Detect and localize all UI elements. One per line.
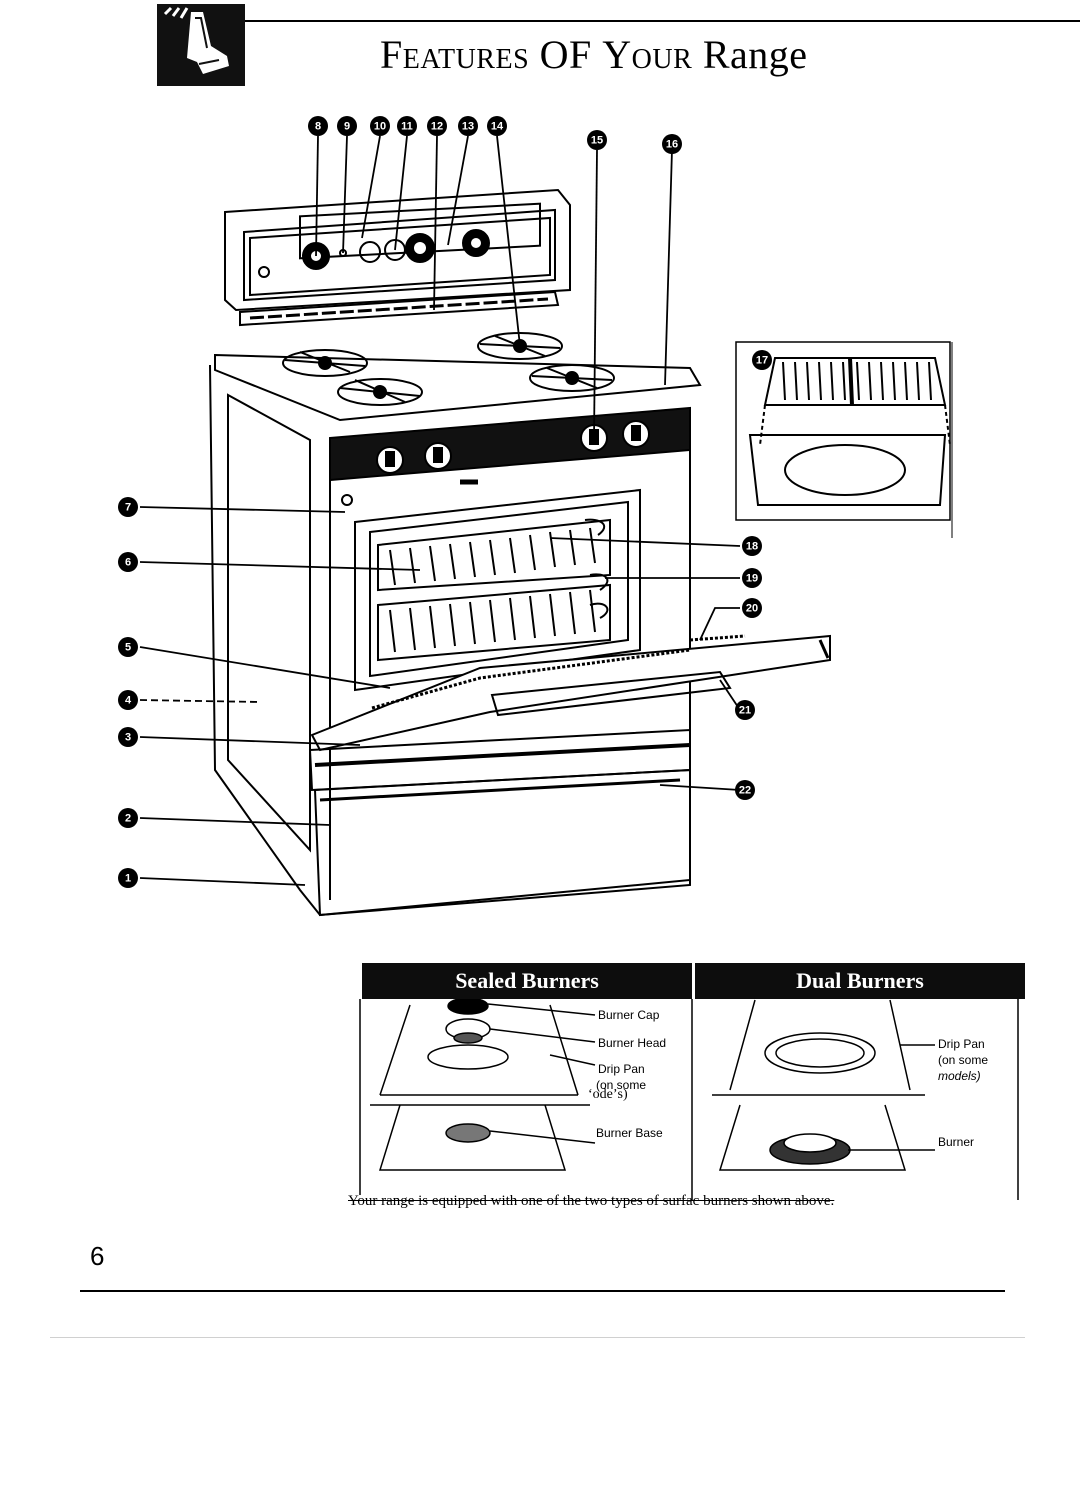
title-word-your: Your <box>602 32 693 77</box>
callout-7: 7 <box>118 497 138 517</box>
callout-badge <box>427 116 447 136</box>
callout-badge <box>742 536 762 556</box>
burner-caption: Your range is equipped with one of the t… <box>348 1193 835 1209</box>
callout-11: 11 <box>397 116 417 136</box>
callout-number: 8 <box>315 121 321 133</box>
label-burner-cap: Burner Cap <box>598 1008 660 1022</box>
label-dual-drip-pan: Drip Pan <box>938 1037 985 1051</box>
callout-19: 19 <box>742 568 762 588</box>
callout-number: 2 <box>125 813 131 825</box>
callout-2: 2 <box>118 808 138 828</box>
callout-13: 13 <box>458 116 478 136</box>
callout-badge <box>118 637 138 657</box>
callout-badge <box>742 598 762 618</box>
callout-number: 14 <box>491 121 504 133</box>
callout-badge <box>118 497 138 517</box>
callout-badge <box>735 780 755 800</box>
backsplash <box>224 188 571 327</box>
page-number: 6 <box>90 1241 105 1271</box>
page-title: Features OF Your Range <box>380 30 900 80</box>
callout-number: 11 <box>401 121 413 133</box>
storage-drawer <box>308 728 691 917</box>
callout-number: 16 <box>666 139 678 151</box>
label-dual-drip-pan-note: (on some <box>938 1053 989 1067</box>
callout-number: 1 <box>125 873 131 885</box>
callout-leaders <box>139 135 741 886</box>
callout-number: 10 <box>374 121 386 133</box>
label-burner-head: Burner Head <box>598 1036 667 1050</box>
callout-badge <box>397 116 417 136</box>
broiler-pan-inset <box>735 341 953 538</box>
callout-badge <box>752 350 772 370</box>
callout-16: 16 <box>662 134 682 154</box>
callout-badge <box>742 568 762 588</box>
control-panel <box>329 406 691 482</box>
callout-number: 13 <box>462 121 474 133</box>
callout-5: 5 <box>118 637 138 657</box>
callout-number: 12 <box>431 121 443 133</box>
callout-12: 12 <box>427 116 447 136</box>
label-burner-base: Burner Base <box>596 1126 663 1140</box>
callout-number: 5 <box>125 642 131 654</box>
oven-door <box>310 634 831 752</box>
title-word-features: Features <box>380 32 530 77</box>
callout-badge <box>735 700 755 720</box>
burner-comparison-panel: Sealed Burners Dual Burners Burner Cap B… <box>350 945 1030 1220</box>
dual-burners-heading: Dual Burners <box>695 963 1025 999</box>
callout-number: 4 <box>125 695 132 707</box>
callout-badge <box>118 690 138 710</box>
callout-number: 15 <box>591 135 603 147</box>
callout-badge <box>118 552 138 572</box>
callout-badge <box>487 116 507 136</box>
callout-21: 21 <box>735 700 755 720</box>
footer-rule-faint <box>50 1337 1025 1338</box>
callout-number: 18 <box>746 541 758 553</box>
label-sealed-drip-pan-note-2: ʻodeʼs) <box>588 1087 628 1102</box>
callout-number: 19 <box>746 573 758 585</box>
callout-4: 4 <box>118 690 138 710</box>
label-sealed-drip-pan-note: (on some <box>596 1078 647 1092</box>
label-dual-drip-pan-note-2: models) <box>938 1069 981 1083</box>
callout-number: 17 <box>756 355 768 367</box>
callout-number: 9 <box>344 121 350 133</box>
title-word-of: OF <box>529 32 603 77</box>
callout-number: 22 <box>739 785 751 797</box>
callout-number: 20 <box>746 603 758 615</box>
sealed-burners-heading: Sealed Burners <box>362 963 692 999</box>
callout-badge <box>118 727 138 747</box>
callout-badge <box>118 868 138 888</box>
label-dual-burner: Burner <box>938 1135 975 1149</box>
title-word-range: Range <box>692 32 808 77</box>
callout-badge <box>337 116 357 136</box>
callout-badge <box>662 134 682 154</box>
oven-cavity <box>354 488 641 692</box>
callout-6: 6 <box>118 552 138 572</box>
callout-15: 15 <box>587 130 607 150</box>
callout-17: 17 <box>752 350 772 370</box>
callout-9: 9 <box>337 116 357 136</box>
callout-badge <box>587 130 607 150</box>
cooktop <box>214 332 702 422</box>
callout-1: 1 <box>118 868 138 888</box>
hand-pointer-icon <box>157 4 245 86</box>
callout-14: 14 <box>487 116 507 136</box>
callout-badge <box>370 116 390 136</box>
callout-10: 10 <box>370 116 390 136</box>
callout-number: 6 <box>125 557 131 569</box>
callout-8: 8 <box>308 116 328 136</box>
callout-badge <box>458 116 478 136</box>
callout-badge <box>308 116 328 136</box>
callout-number: 7 <box>125 502 131 514</box>
callout-20: 20 <box>742 598 762 618</box>
footer-rule <box>80 1290 1005 1292</box>
callout-3: 3 <box>118 727 138 747</box>
callout-badge <box>118 808 138 828</box>
header-rule <box>245 20 1080 22</box>
label-sealed-drip-pan: Drip Pan <box>598 1062 645 1076</box>
callout-22: 22 <box>735 780 755 800</box>
callout-number: 21 <box>739 705 751 717</box>
callout-number: 3 <box>125 732 131 744</box>
callout-18: 18 <box>742 536 762 556</box>
